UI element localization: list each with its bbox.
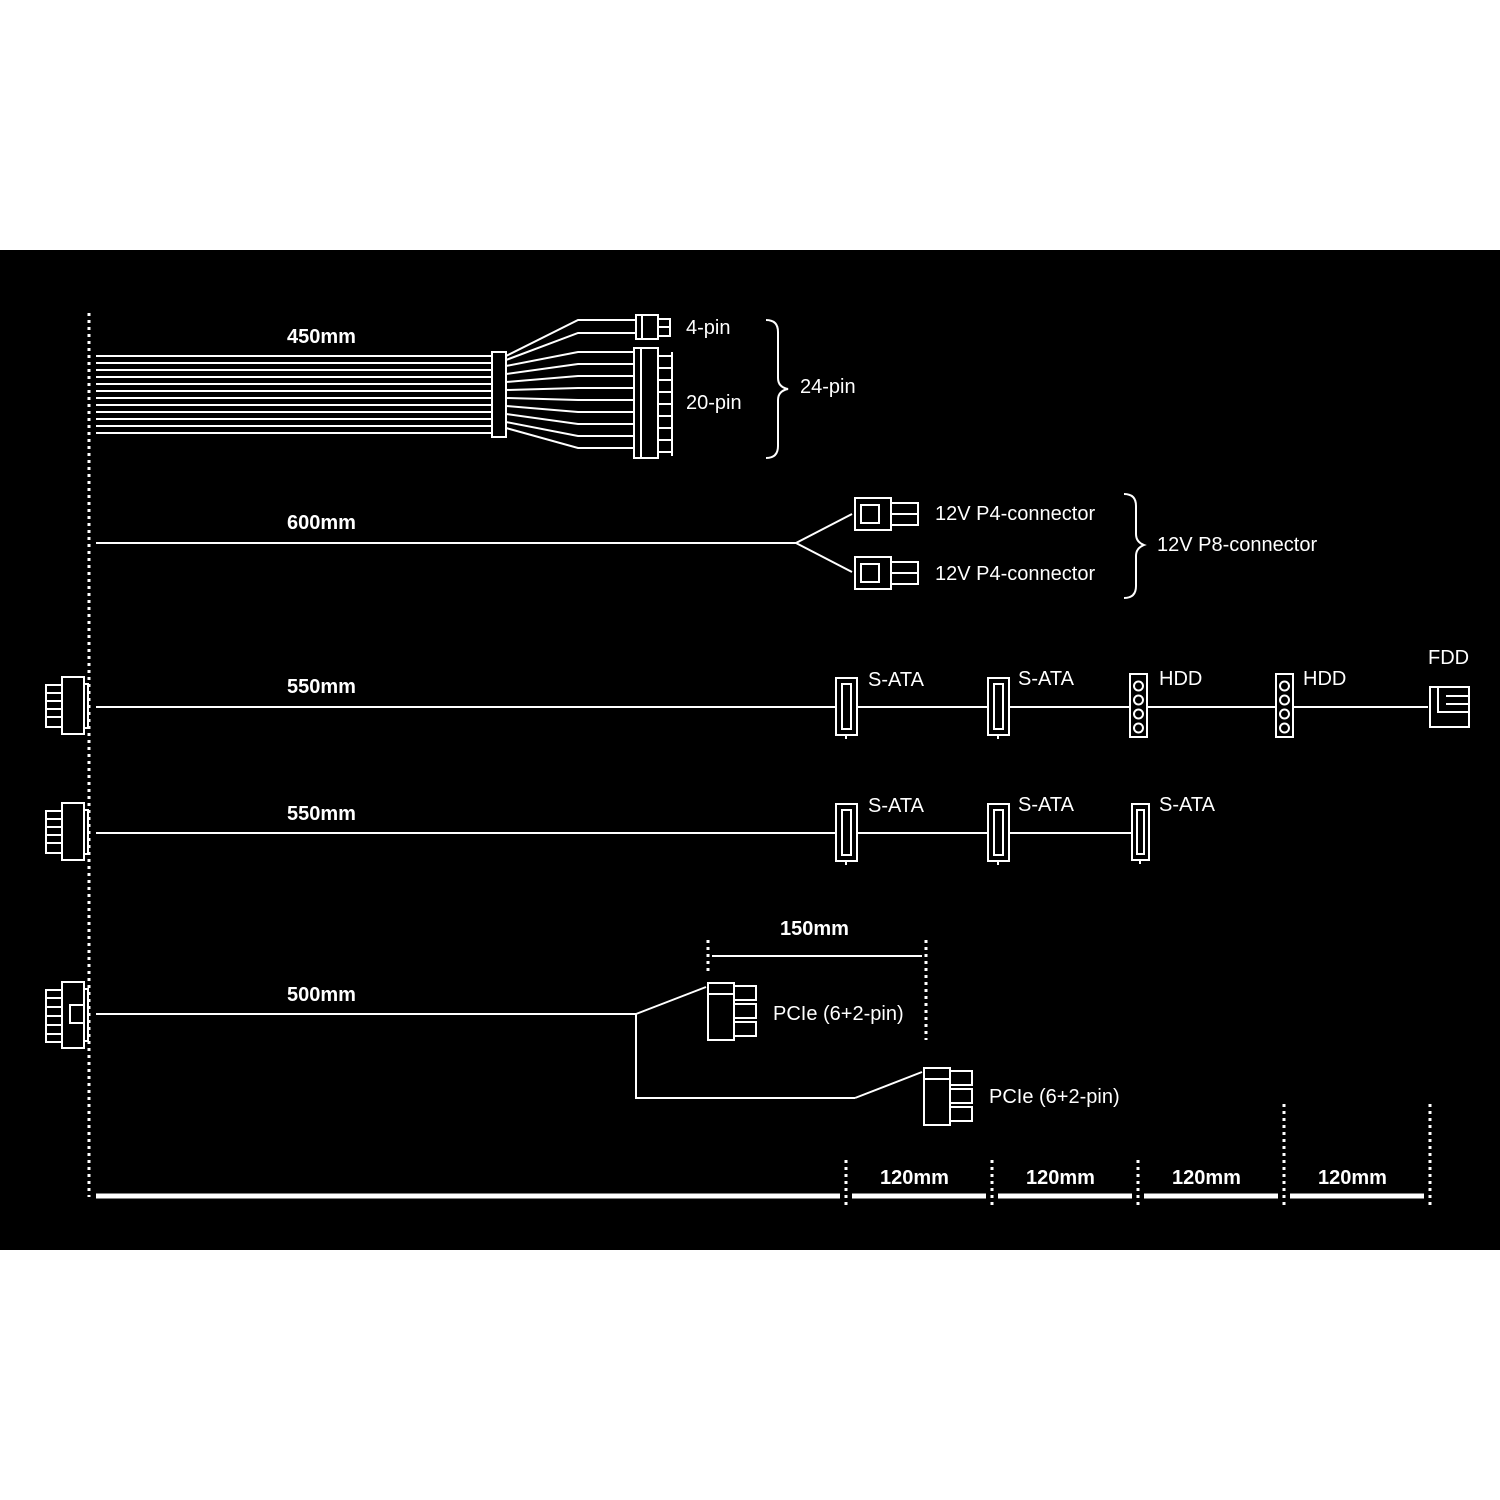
connector-label: 12V P4-connector [935,503,1095,525]
connector-label: PCIe (6+2-pin) [989,1086,1120,1108]
curly-brace-icon [765,319,789,459]
cable-length-label: 550mm [287,676,356,698]
cable-pcie: 500mm 150mm PCIe (6+2-pin) PCIe (6+2-pin… [45,918,1120,1126]
cable-24pin: 450mm 4-pin 20-pin 24-pin [96,314,856,459]
connector-label: 4-pin [686,317,730,339]
connector-label: FDD [1428,647,1469,669]
connector-label: S-ATA [868,669,925,691]
p4-connector-icon [854,497,919,531]
atx-20pin-connector-icon [633,347,673,459]
length-scale: 120mm 120mm 120mm 120mm [96,1104,1432,1207]
sata-connector-icon [987,803,1010,865]
scale-label: 120mm [880,1167,949,1189]
connector-label: S-ATA [1018,794,1075,816]
sata-connector-icon [1131,803,1150,864]
branch-length-label: 150mm [780,918,849,940]
modular-plug-icon [45,676,89,735]
connector-label: 12V P4-connector [935,563,1095,585]
pcie-connector-icon [923,1067,973,1126]
sata-connector-icon [835,677,858,739]
molex-connector-icon [1129,673,1148,738]
cable-branch [635,986,923,1099]
atx-4pin-connector-icon [635,314,671,340]
sata-connector-icon [987,677,1010,739]
scale-label: 120mm [1026,1167,1095,1189]
connector-label: HDD [1303,668,1346,690]
group-label: 24-pin [800,376,856,398]
connector-label: PCIe (6+2-pin) [773,1003,904,1025]
molex-connector-icon [1275,673,1294,738]
p4-connector-icon [854,556,919,590]
fdd-connector-icon [1429,686,1470,728]
cable-sata: 550mm S-ATA S-ATA S-ATA [45,794,1216,865]
cable-length-label: 600mm [287,512,356,534]
cable-fanout [795,513,853,573]
cable-length-label: 550mm [287,803,356,825]
curly-brace-icon [1123,493,1147,599]
connector-label: S-ATA [1159,794,1216,816]
cable-length-label: 450mm [287,326,356,348]
modular-plug-icon [45,981,89,1049]
cable-peripheral-1: 550mm S-ATA [45,647,1470,739]
cable-sleeve-clamp [491,351,507,438]
diagram-background [0,250,1500,1250]
scale-label: 120mm [1318,1167,1387,1189]
sata-connector-icon [835,803,858,865]
scale-label: 120mm [1172,1167,1241,1189]
group-label: 12V P8-connector [1157,534,1317,556]
cable-12v-p8: 600mm 12V P4-connector 12V P4-connector … [96,493,1317,599]
connector-label: S-ATA [868,795,925,817]
pcie-connector-icon [707,982,757,1041]
modular-plug-icon [45,802,89,861]
connector-label: 20-pin [686,392,742,414]
cable-length-label: 500mm [287,984,356,1006]
cable-fanout [505,319,636,449]
connector-label: S-ATA [1018,668,1075,690]
connector-label: HDD [1159,668,1202,690]
cable-bundle [96,355,492,434]
